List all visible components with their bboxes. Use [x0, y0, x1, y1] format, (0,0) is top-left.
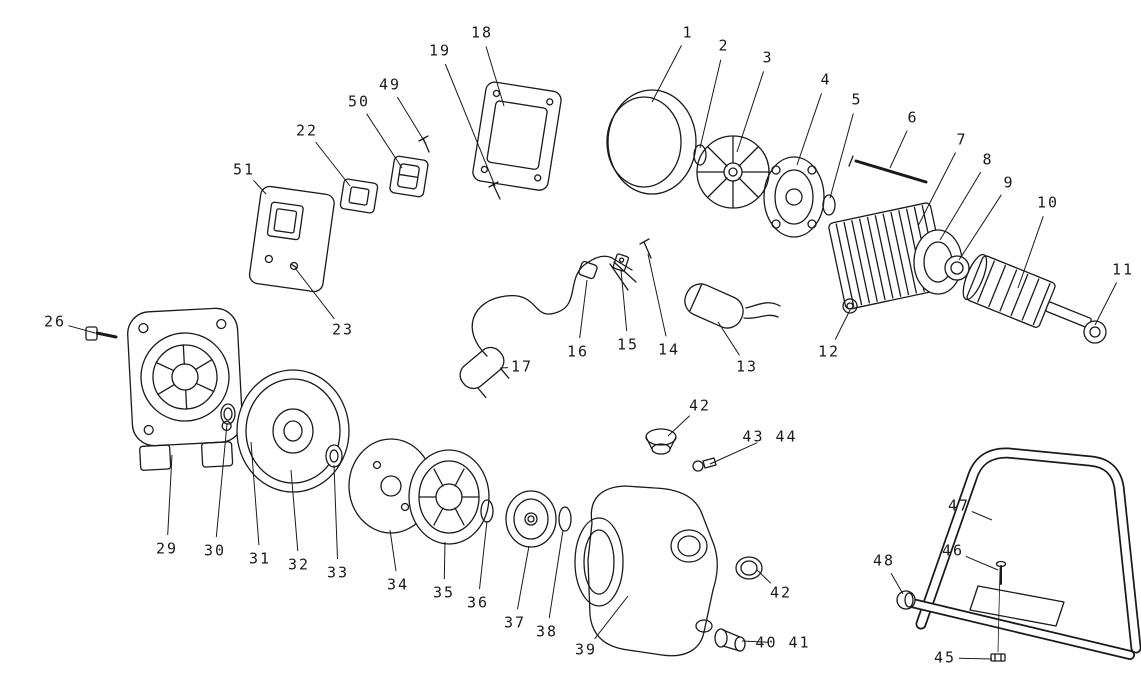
leader-14: [647, 253, 667, 337]
part-12-cap-nut: [842, 298, 858, 314]
part-47-handle-frame: [907, 447, 1141, 660]
leader-31: [250, 441, 260, 546]
part-1-rear-cover: [606, 89, 697, 195]
leader-12: [834, 309, 851, 340]
leader-22: [315, 141, 351, 187]
leader-15: [620, 269, 628, 332]
part-10-rotor: [962, 253, 1092, 329]
leader-7: [917, 152, 957, 227]
leader-50: [366, 113, 403, 169]
part-48-foot-cap: [896, 590, 916, 610]
part-9-bearing: [944, 255, 970, 281]
leader-33: [333, 464, 338, 560]
leader-3: [736, 71, 765, 153]
part-51-switch-box: [248, 185, 335, 293]
leader-43-44: [709, 442, 758, 465]
leader-13: [717, 321, 740, 356]
leader-42: [756, 569, 772, 584]
leader-11: [1094, 282, 1118, 326]
leader-4: [796, 93, 822, 166]
leader-1: [651, 45, 682, 103]
part-40-41-drain-plug: [714, 628, 746, 652]
leader-5: [829, 113, 854, 199]
part-49-screw: [418, 135, 430, 153]
leader-18: [485, 46, 505, 107]
part-14-screw: [639, 238, 652, 259]
leader-47: [971, 511, 993, 521]
part-45-nut: [990, 653, 1006, 662]
leader-2: [699, 59, 722, 149]
part-50-switch: [389, 155, 429, 198]
part-42-fitting-lower: [735, 556, 763, 580]
leader-10: [1017, 216, 1044, 289]
leader-9: [958, 194, 1002, 261]
part-2-o-ring: [693, 144, 707, 166]
leader-34: [389, 529, 397, 572]
part-4-bearing-cover: [763, 156, 825, 238]
leader-lines: [68, 45, 1118, 660]
leader-51: [253, 179, 267, 195]
leader-8: [939, 171, 982, 241]
leader-40-41: [741, 640, 770, 643]
part-13-capacitor: [684, 283, 781, 329]
leader-38: [548, 529, 564, 619]
leader-23: [294, 267, 335, 320]
leader-30: [215, 423, 228, 538]
part-26-bolt: [85, 326, 118, 341]
part-32-pressure-disc: [236, 369, 350, 493]
leader-46: [965, 555, 999, 571]
part-19-screw: [488, 181, 501, 200]
leader-32: [290, 469, 299, 552]
part-38-o-ring: [558, 506, 572, 532]
part-11-bearing: [1083, 320, 1107, 344]
part-17-power-cord: [459, 255, 637, 399]
leader-35: [443, 541, 446, 580]
part-33-mechanical-seal: [325, 444, 343, 468]
leader-36: [479, 520, 488, 590]
part-30-seal-ring: [220, 403, 236, 425]
part-29-bracket: [127, 307, 243, 471]
part-37-impeller: [505, 490, 557, 548]
leader-6: [889, 130, 908, 169]
part-42-fitting-upper: [645, 428, 677, 455]
part-18-cover-plate: [472, 81, 562, 191]
part-3-fan: [696, 135, 770, 209]
leader-26: [68, 325, 96, 334]
leader-37: [517, 545, 530, 610]
leader-48: [890, 572, 904, 595]
part-35-diffuser: [408, 449, 490, 545]
leader-45: [958, 657, 993, 660]
leader-29: [167, 454, 173, 536]
part-23-screw: [289, 261, 299, 271]
leader-19: [444, 63, 496, 187]
leader-49: [396, 96, 427, 145]
part-22-switch: [339, 178, 379, 214]
part-6-tie-bolt: [848, 155, 928, 184]
part-16-grommet: [578, 260, 598, 280]
part-5-o-ring: [822, 194, 836, 216]
leader-16: [579, 279, 588, 339]
leader-39: [594, 595, 629, 640]
leader-42: [667, 415, 691, 437]
part-46-screw: [995, 560, 1007, 653]
part-43-44-clip: [692, 457, 717, 472]
part-39-pump-body: [574, 485, 718, 657]
